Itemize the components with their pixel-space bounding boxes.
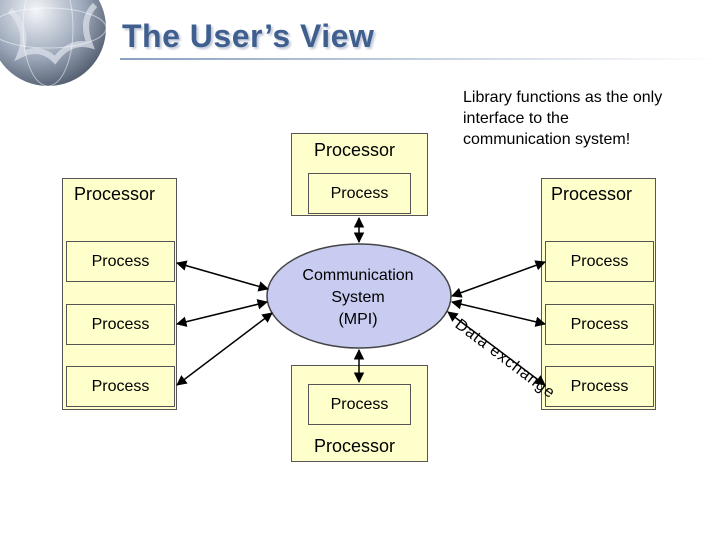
arrow-right-3 — [447, 311, 546, 386]
right-process-1: Process — [545, 241, 654, 282]
processor-left-label: Processor — [74, 184, 156, 204]
left-process-2: Process — [66, 304, 175, 345]
left-process-1: Process — [66, 241, 175, 282]
right-process-3: Process — [545, 366, 654, 407]
arrow-left-3 — [176, 312, 273, 386]
comm-line-1: Communication — [302, 267, 414, 284]
arrow-left-2 — [175, 299, 269, 327]
processor-right-label: Processor — [551, 184, 633, 204]
right-process-2-label: Process — [570, 315, 629, 333]
library-note: Library functions as the only interface … — [463, 89, 663, 148]
bottom-process: Process — [308, 384, 411, 425]
left-process-1-label: Process — [91, 252, 150, 270]
communication-system-label: Communication System (MPI) — [282, 265, 434, 331]
globe-logo — [0, 0, 110, 100]
right-process-2: Process — [545, 304, 654, 345]
left-process-3-label: Process — [91, 377, 150, 395]
arrow-right-1 — [451, 260, 546, 298]
processor-bottom-label: Processor — [314, 436, 396, 456]
processor-top-label: Processor — [314, 140, 396, 160]
communication-system-ellipse — [266, 243, 452, 349]
left-process-2-label: Process — [91, 315, 150, 333]
right-process-3-label: Process — [570, 377, 629, 395]
left-process-3: Process — [66, 366, 175, 407]
comm-line-3: (MPI) — [338, 311, 378, 328]
top-process: Process — [308, 173, 411, 214]
comm-line-2: System — [331, 289, 385, 306]
right-process-1-label: Process — [570, 252, 629, 270]
bottom-process-label: Process — [330, 395, 389, 413]
slide-title: The User’s View — [122, 18, 375, 54]
title-divider — [120, 58, 720, 60]
top-process-label: Process — [330, 184, 389, 202]
arrow-left-1 — [175, 260, 270, 292]
